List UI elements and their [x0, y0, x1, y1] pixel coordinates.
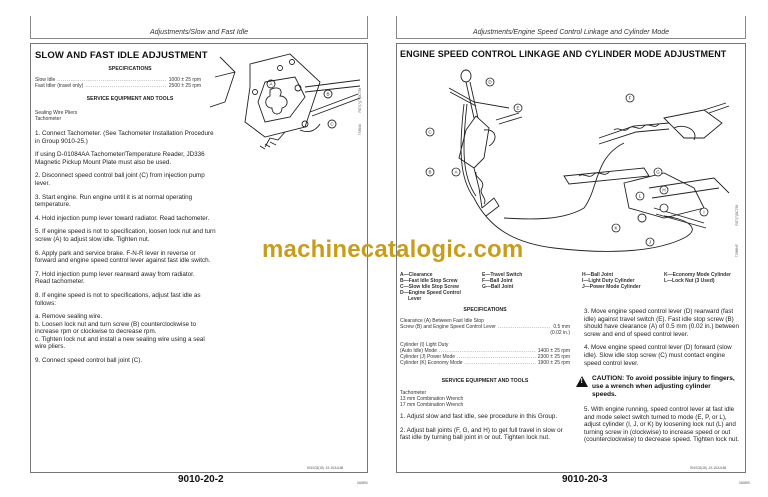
right-fig-code-2: TX8894F — [735, 244, 739, 258]
spec-row: Cylinder (J) Power Mode2300 ± 25 rpm — [400, 354, 570, 360]
left-corner-code: 040890 — [357, 481, 368, 485]
fig-label-i: I — [703, 210, 704, 215]
right-header: Adjustments/Engine Speed Control Linkage… — [472, 29, 670, 36]
step: 1. Adjust slow and fast idle, see proced… — [400, 413, 558, 420]
left-fig-code-2: TX8940 — [358, 124, 362, 136]
step-substeps: a. Remove sealing wire. b. Loosen lock n… — [35, 313, 205, 351]
spec-row: Fast Idler (travel only)2500 ± 25 rpm — [35, 83, 201, 89]
left-tools-heading: SERVICE EQUIPMENT AND TOOLS — [86, 96, 174, 102]
step: 3. Move engine speed control lever (D) r… — [584, 308, 740, 338]
left-header: Adjustments/Slow and Fast Idle — [149, 29, 249, 36]
spec-row: Cylinder (K) Economy Mode1900 ± 25 rpm — [400, 360, 570, 366]
injection-pump-figure: A B C — [210, 53, 360, 150]
left-fig-code: RG7(7)(7)OC758 — [358, 88, 362, 113]
right-page: Adjustments/Engine Speed Control Linkage… — [384, 0, 768, 497]
right-page-number: 9010-20-3 — [562, 474, 608, 485]
fig-label-g: G — [656, 170, 660, 175]
right-steps-col2: 3. Move engine speed control lever (D) r… — [584, 308, 740, 373]
right-spec-table: Clearance (A) Between Fast Idle Stop Scr… — [400, 318, 570, 366]
step: 2. Disconnect speed control ball joint (… — [35, 172, 205, 187]
left-footer-small: 9010C8(18) -19-15JUL88 — [307, 466, 344, 470]
left-content-box — [30, 43, 368, 473]
fig-label-c: C — [428, 130, 432, 135]
tool-item: 17 mm Combination Wrench — [400, 402, 464, 409]
fig-label-k: K — [614, 226, 617, 231]
step: 5. With engine running, speed control le… — [584, 406, 740, 444]
step: 8. If engine speed is not to specificati… — [35, 291, 201, 307]
right-tools-heading: SERVICE EQUIPMENT AND TOOLS — [441, 378, 529, 384]
fig-label-a: A — [269, 82, 272, 87]
spec-row: (Auto Idle) Mode1400 ± 25 rpm — [400, 348, 570, 354]
right-spec-heading: SPECIFICATIONS — [463, 307, 507, 313]
caution-text: CAUTION: To avoid possible injury to fin… — [592, 375, 735, 398]
step: 1. Connect Tachometer. (See Tachometer I… — [35, 130, 214, 145]
right-footer-small: 9010C8(18) -19-15JUL88 — [690, 466, 727, 470]
fig-label-a: A — [454, 170, 457, 175]
fig-label-b: B — [326, 92, 329, 97]
step-note: If using D-01084AA Tachometer/Temperatur… — [35, 151, 205, 166]
right-fig-code: RG7(7)OC758 — [735, 205, 739, 226]
right-step5: 5. With engine running, speed control le… — [584, 406, 740, 450]
legend-col-4: K—Economy Mode Cylinder L—Lock Nut (3 Us… — [664, 272, 731, 284]
fig-label-c: C — [330, 122, 334, 127]
fig-label-l: L — [639, 194, 642, 199]
step: 5. If engine speed is not to specificati… — [35, 228, 216, 243]
legend-col-3: H—Ball Joint I—Light Duty Cylinder J—Pow… — [582, 272, 641, 290]
right-title: ENGINE SPEED CONTROL LINKAGE AND CYLINDE… — [400, 49, 727, 59]
fig-label-f: F — [629, 96, 632, 101]
step: 9. Connect speed control ball joint (C). — [35, 357, 143, 365]
right-corner-code: 040890 — [739, 481, 750, 485]
tool-item: Tachometer — [400, 390, 427, 396]
left-page-number: 9010-20-2 — [178, 474, 224, 485]
right-tools-list: Tachometer 13 mm Combination Wrench 17 m… — [400, 390, 463, 409]
tool-item: Tachometer — [35, 116, 62, 123]
left-spec-table: Slow Idle1000 ± 25 rpm Fast Idler (trave… — [35, 77, 201, 89]
step: 4. Hold injection pump lever toward radi… — [35, 214, 210, 222]
left-page: Adjustments/Slow and Fast Idle SLOW AND … — [0, 0, 384, 497]
left-header-box: Adjustments/Slow and Fast Idle — [30, 16, 368, 39]
right-content-box — [396, 43, 746, 473]
fig-label-e: E — [516, 106, 519, 111]
left-tools-list: Sealing Wire Pliers Tachometer — [35, 110, 77, 122]
fig-label-j: J — [649, 240, 651, 245]
fig-label-h: H — [662, 188, 665, 193]
watermark: machinecatalogic.com — [262, 236, 524, 263]
step: 2. Adjust ball joints (F, G, and H) to g… — [400, 426, 563, 442]
left-spec-heading: SPECIFICATIONS — [108, 66, 152, 72]
tool-item: 13 mm Combination Wrench — [400, 396, 464, 403]
legend-col-1: A—Clearance B—Fast Idle Stop Screw C—Slo… — [400, 272, 461, 302]
caution-box: CAUTION: To avoid possible injury to fin… — [576, 375, 736, 398]
warning-icon — [576, 376, 588, 387]
fig-label-d: D — [488, 80, 492, 85]
right-header-box: Adjustments/Engine Speed Control Linkage… — [396, 16, 746, 39]
right-steps-col1: 1. Adjust slow and fast idle, see proced… — [400, 413, 572, 448]
step: 7. Hold injection pump lever rearward aw… — [35, 270, 195, 286]
step: 3. Start engine. Run engine until it is … — [35, 193, 193, 209]
left-steps: 1. Connect Tachometer. (See Tachometer I… — [35, 130, 217, 371]
left-title: SLOW AND FAST IDLE ADJUSTMENT — [35, 50, 208, 61]
spec-row: Slow Idle1000 ± 25 rpm — [35, 77, 201, 83]
step: 4. Move engine speed control lever (D) f… — [584, 344, 732, 367]
step: 6. Apply park and service brake. F-N-R l… — [35, 249, 211, 265]
linkage-figure: A B C D E F G H I J K L — [425, 69, 730, 252]
tool-item: Sealing Wire Pliers — [35, 110, 78, 116]
fig-label-b: B — [428, 170, 431, 175]
legend-col-2: E—Travel Switch F—Ball Joint G—Ball Join… — [482, 272, 523, 290]
